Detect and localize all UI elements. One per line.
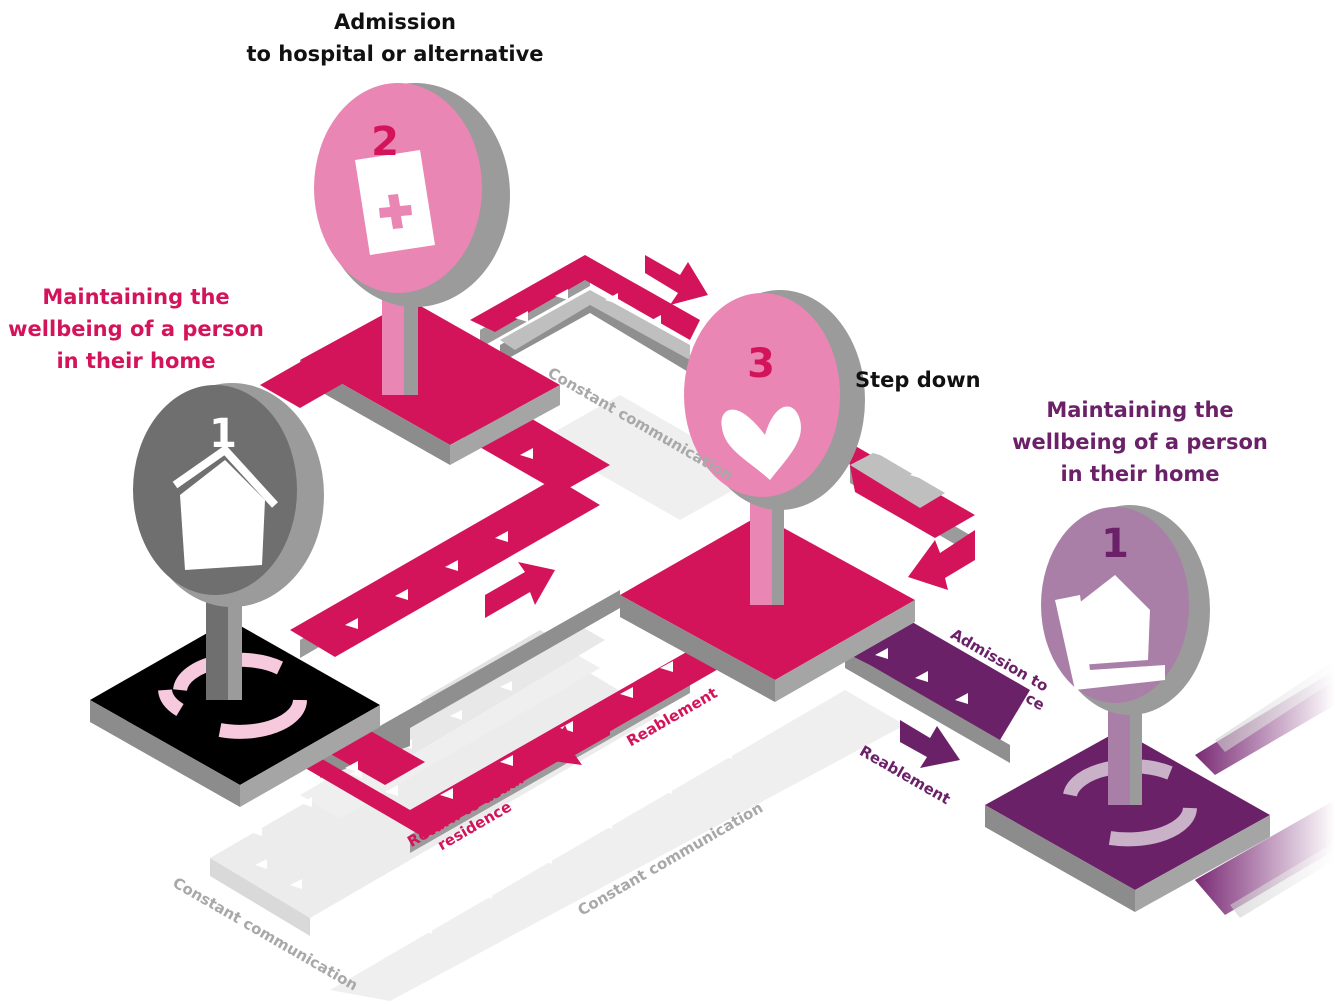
- heart-icon: [721, 406, 801, 480]
- communication-track: [210, 395, 905, 1001]
- stop-number-new-home: 1: [1101, 521, 1129, 567]
- heading-admission-line2: to hospital or alternative: [246, 42, 544, 66]
- track-care-and-support: [290, 478, 600, 657]
- direction-markers: [345, 289, 968, 799]
- stop-number-home: 1: [209, 411, 237, 457]
- hospital-platform: [260, 300, 560, 465]
- new-residence-platform: [985, 730, 1270, 912]
- stop-number-hospital: 2: [371, 119, 399, 165]
- track-hospital-to-stepdown: [470, 255, 700, 340]
- track-reablement: [300, 650, 720, 838]
- heading-maintain-right-line1: Maintaining the: [1046, 398, 1234, 422]
- house-in-hand-icon: [1070, 575, 1150, 665]
- heading-maintain-right: Maintaining the wellbeing of a person in…: [1000, 394, 1280, 490]
- circular-arrows-icon: [1063, 759, 1197, 847]
- home-platform: [90, 620, 380, 807]
- new-residence-sign: [1041, 505, 1210, 715]
- heading-maintain-left-line2: wellbeing of a person: [8, 317, 264, 341]
- stop-number-step-down: 3: [747, 341, 775, 387]
- heading-maintain-left: Maintaining the wellbeing of a person in…: [0, 281, 272, 377]
- hospital-sign: [314, 83, 510, 307]
- heading-maintain-right-line3: in their home: [1060, 462, 1220, 486]
- direction-arrows: [485, 255, 975, 768]
- heading-admission: Admission to hospital or alternative: [230, 6, 560, 70]
- fading-track-right: [1195, 660, 1335, 918]
- heading-maintain-left-line1: Maintaining the: [42, 285, 230, 309]
- heading-step-down: Step down: [855, 368, 981, 392]
- heading-maintain-right-line2: wellbeing of a person: [1012, 430, 1268, 454]
- heading-maintain-left-line3: in their home: [56, 349, 216, 373]
- home-sign: [133, 383, 324, 607]
- house-icon: [180, 460, 265, 570]
- heading-admission-line1: Admission: [334, 10, 456, 34]
- track-new-residence: [840, 615, 1030, 740]
- step-down-sign: [684, 290, 865, 510]
